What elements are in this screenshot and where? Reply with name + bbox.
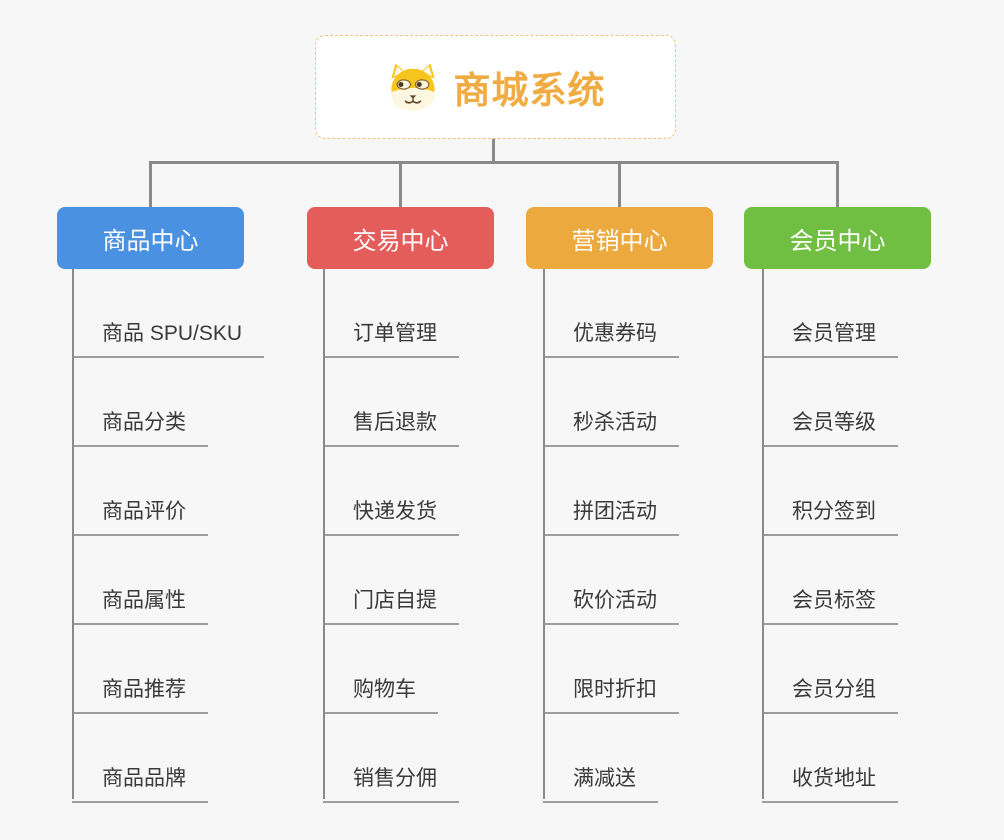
branch-node-members[interactable]: 会员中心 — [744, 207, 931, 269]
leaf-node[interactable]: 销售分佣 — [323, 762, 459, 803]
leaf-row: 商品品牌 — [72, 714, 264, 803]
leaf-row: 限时折扣 — [543, 625, 679, 714]
branch-label: 交易中心 — [352, 227, 449, 255]
branch-label: 商品中心 — [102, 227, 199, 255]
branch-children-members: 会员管理 会员等级 积分签到 会员标签 会员分组 收货地址 — [762, 269, 898, 803]
leaf-row: 售后退款 — [323, 358, 459, 447]
leaf-row: 会员标签 — [762, 536, 898, 625]
branch-label: 会员中心 — [789, 227, 886, 255]
leaf-node[interactable]: 秒杀活动 — [543, 406, 679, 447]
leaf-node[interactable]: 商品品牌 — [72, 762, 208, 803]
leaf-row: 订单管理 — [323, 269, 459, 358]
leaf-node[interactable]: 订单管理 — [323, 317, 459, 358]
leaf-row: 销售分佣 — [323, 714, 459, 803]
leaf-row: 商品评价 — [72, 447, 264, 536]
connector-column-line — [762, 269, 764, 799]
leaf-node[interactable]: 限时折扣 — [543, 673, 679, 714]
leaf-node[interactable]: 门店自提 — [323, 584, 459, 625]
leaf-node[interactable]: 商品属性 — [72, 584, 208, 625]
root-node[interactable]: 商城系统 — [315, 35, 676, 139]
leaf-node[interactable]: 售后退款 — [323, 406, 459, 447]
branch-children-trade: 订单管理 售后退款 快递发货 门店自提 购物车 销售分佣 — [323, 269, 459, 803]
leaf-node[interactable]: 商品推荐 — [72, 673, 208, 714]
leaf-row: 会员管理 — [762, 269, 898, 358]
connector-column-line — [72, 269, 74, 799]
connector-bus — [149, 161, 839, 164]
connector-drop-marketing — [618, 161, 621, 208]
leaf-row: 秒杀活动 — [543, 358, 679, 447]
branch-label: 营销中心 — [571, 227, 668, 255]
branch-node-trade[interactable]: 交易中心 — [307, 207, 494, 269]
leaf-row: 购物车 — [323, 625, 459, 714]
connector-drop-members — [836, 161, 839, 208]
shiba-dog-icon — [386, 62, 440, 112]
leaf-node[interactable]: 会员分组 — [762, 673, 898, 714]
leaf-node[interactable]: 满减送 — [543, 762, 658, 803]
leaf-row: 满减送 — [543, 714, 679, 803]
connector-drop-products — [149, 161, 152, 208]
leaf-row: 商品属性 — [72, 536, 264, 625]
leaf-node[interactable]: 商品分类 — [72, 406, 208, 447]
leaf-node[interactable]: 商品评价 — [72, 495, 208, 536]
leaf-row: 商品分类 — [72, 358, 264, 447]
leaf-row: 拼团活动 — [543, 447, 679, 536]
leaf-row: 积分签到 — [762, 447, 898, 536]
leaf-row: 砍价活动 — [543, 536, 679, 625]
root-title: 商城系统 — [453, 70, 606, 111]
connector-column-line — [543, 269, 545, 799]
connector-column-line — [323, 269, 325, 799]
connector-drop-trade — [399, 161, 402, 208]
connector-root-drop — [492, 139, 495, 162]
leaf-node[interactable]: 会员等级 — [762, 406, 898, 447]
leaf-row: 快递发货 — [323, 447, 459, 536]
leaf-row: 收货地址 — [762, 714, 898, 803]
branch-children-marketing: 优惠券码 秒杀活动 拼团活动 砍价活动 限时折扣 满减送 — [543, 269, 679, 803]
leaf-row: 商品 SPU/SKU — [72, 269, 265, 358]
leaf-node[interactable]: 商品 SPU/SKU — [72, 317, 265, 358]
leaf-row: 门店自提 — [323, 536, 459, 625]
leaf-node[interactable]: 购物车 — [323, 673, 438, 714]
branch-node-products[interactable]: 商品中心 — [57, 207, 244, 269]
leaf-row: 会员等级 — [762, 358, 898, 447]
leaf-node[interactable]: 砍价活动 — [543, 584, 679, 625]
leaf-row: 优惠券码 — [543, 269, 679, 358]
leaf-node[interactable]: 快递发货 — [323, 495, 459, 536]
leaf-node[interactable]: 会员管理 — [762, 317, 898, 358]
leaf-node[interactable]: 拼团活动 — [543, 495, 679, 536]
branch-children-products: 商品 SPU/SKU 商品分类 商品评价 商品属性 商品推荐 商品品牌 — [72, 269, 265, 803]
leaf-node[interactable]: 会员标签 — [762, 584, 898, 625]
leaf-node[interactable]: 收货地址 — [762, 762, 898, 803]
leaf-row: 会员分组 — [762, 625, 898, 714]
branch-node-marketing[interactable]: 营销中心 — [526, 207, 713, 269]
leaf-row: 商品推荐 — [72, 625, 264, 714]
leaf-node[interactable]: 优惠券码 — [543, 317, 679, 358]
leaf-node[interactable]: 积分签到 — [762, 495, 898, 536]
